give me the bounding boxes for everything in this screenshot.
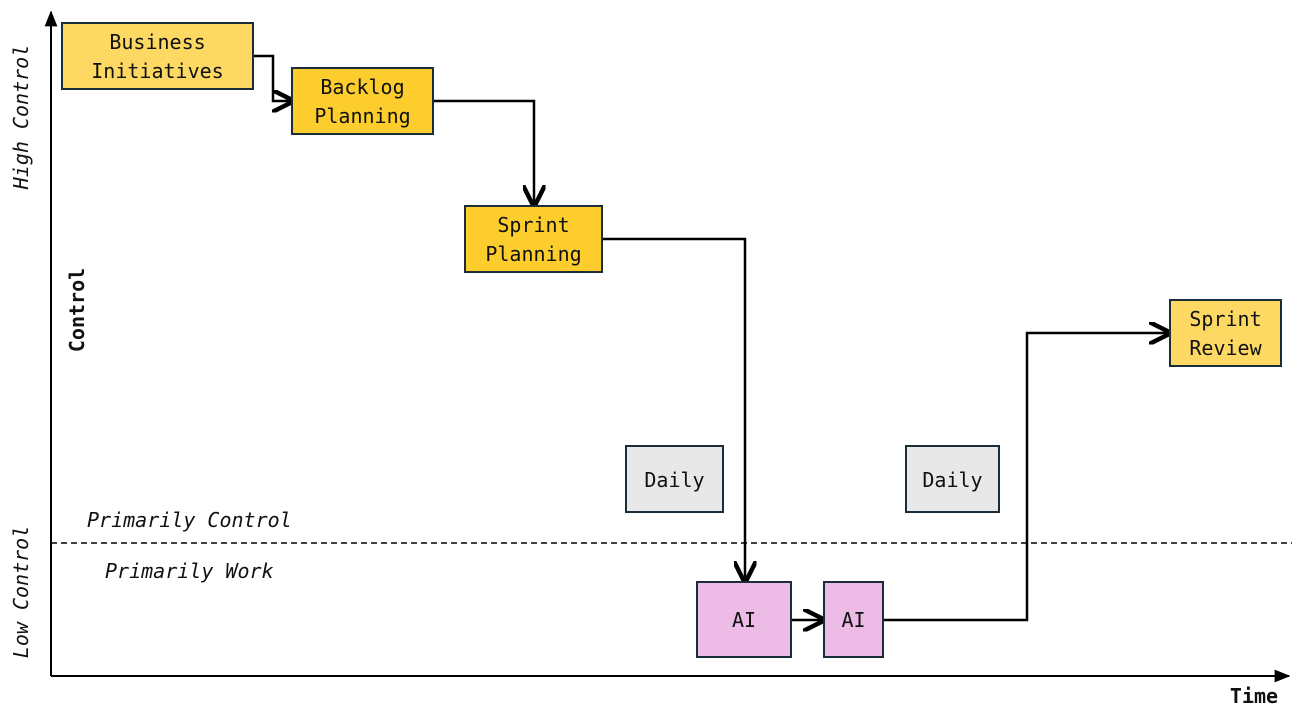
- node-backlog-planning: Backlog Planning: [291, 67, 434, 135]
- node-label-line: Planning: [314, 104, 410, 128]
- node-label-line: Initiatives: [91, 59, 223, 83]
- region-label-work: Primarily Work: [105, 559, 274, 583]
- node-label-line: AI: [841, 608, 865, 632]
- node-business-initiatives: Business Initiatives: [61, 22, 254, 90]
- node-sprint-planning: Sprint Planning: [464, 205, 603, 273]
- node-sprint-review: Sprint Review: [1169, 299, 1282, 367]
- node-label-line: Daily: [922, 468, 982, 492]
- x-axis-title: Time: [1230, 684, 1278, 708]
- node-ai-2: AI: [823, 581, 884, 658]
- node-label-line: Sprint: [497, 213, 569, 237]
- region-label-control: Primarily Control: [87, 508, 292, 532]
- node-label-line: Sprint: [1189, 307, 1261, 331]
- y-low-label: Low Control: [9, 526, 33, 658]
- connector-sprint-planning-to-ai: [602, 237, 745, 581]
- connector-backlog-to-sprint-planning: [433, 99, 534, 205]
- node-label-line: Planning: [485, 242, 581, 266]
- node-daily-1: Daily: [625, 445, 724, 513]
- connector-ai-to-sprint-review: [883, 333, 1169, 622]
- node-label-line: Review: [1189, 336, 1262, 360]
- y-axis-title: Control: [65, 268, 89, 352]
- node-ai-1: AI: [696, 581, 792, 658]
- node-daily-2: Daily: [905, 445, 1000, 513]
- connector-business-to-backlog: [253, 54, 292, 101]
- node-label-line: Business: [109, 30, 205, 54]
- node-label-line: Backlog: [320, 75, 404, 99]
- node-label-line: Daily: [644, 468, 704, 492]
- y-high-label: High Control: [9, 45, 33, 191]
- node-label-line: AI: [732, 608, 756, 632]
